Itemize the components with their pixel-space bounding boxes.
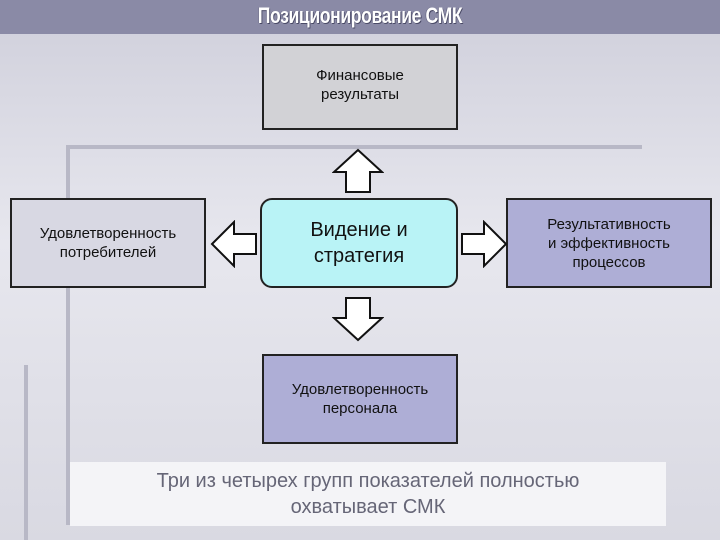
arrow-down-icon xyxy=(332,297,384,342)
customer-satisfaction-box: Удовлетворенность потребителей xyxy=(10,198,206,288)
decor-line-left-short xyxy=(24,365,28,540)
process-effectiveness-label: Результативность и эффективность процесс… xyxy=(547,215,671,271)
arrow-left-icon xyxy=(210,220,257,268)
customer-satisfaction-label: Удовлетворенность потребителей xyxy=(39,225,177,261)
decor-line-left xyxy=(66,145,70,525)
financial-results-box: Финансовые результаты xyxy=(262,44,458,130)
slide-title: Позиционирование СМК xyxy=(257,3,463,28)
summary-note: Три из четырех групп показателей полност… xyxy=(70,462,666,526)
arrow-right-icon xyxy=(461,220,508,268)
staff-satisfaction-box: Удовлетворенность персонала xyxy=(262,354,458,444)
vision-strategy-label: Видение и стратегия xyxy=(310,219,408,267)
financial-results-label: Финансовые результаты xyxy=(316,67,404,103)
arrow-up-icon xyxy=(332,148,384,193)
vision-strategy-box: Видение и стратегия xyxy=(260,198,458,288)
process-effectiveness-box: Результативность и эффективность процесс… xyxy=(506,198,712,288)
title-bar xyxy=(0,0,720,34)
decor-line-top xyxy=(66,145,642,149)
staff-satisfaction-label: Удовлетворенность персонала xyxy=(291,381,429,417)
